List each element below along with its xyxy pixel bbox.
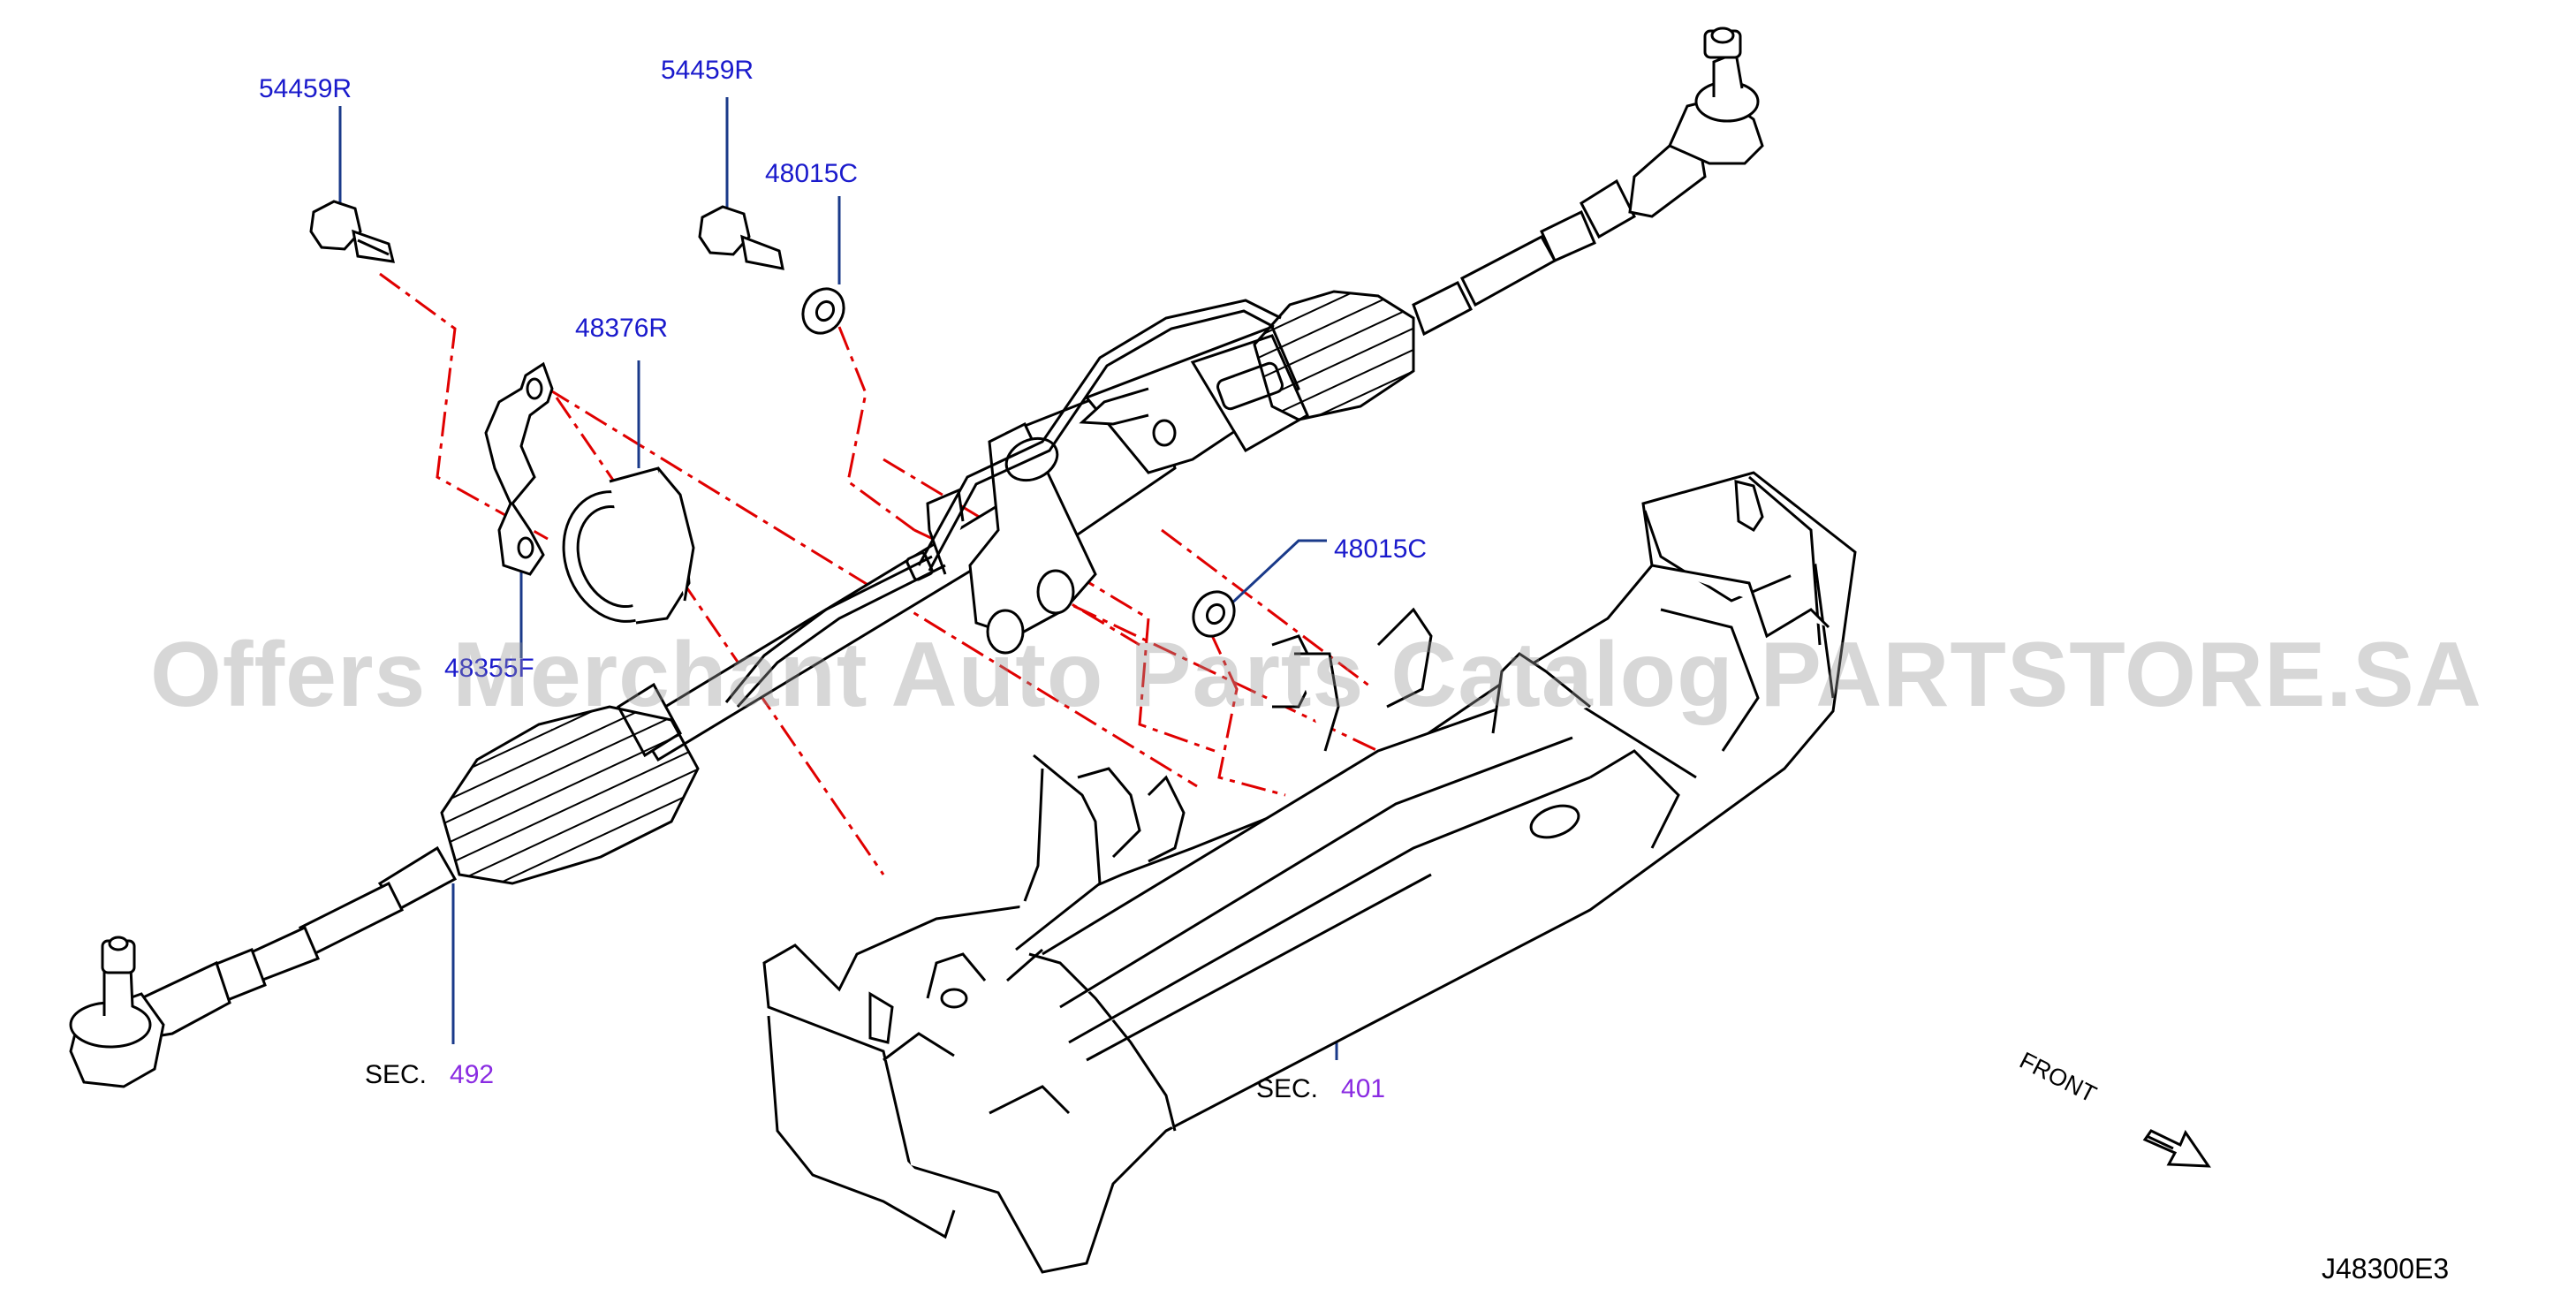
part-callout-bolt-middle[interactable]: 54459R <box>661 56 754 85</box>
washer-lower-icon <box>1192 590 1236 638</box>
part-callout-bolt-left[interactable]: 54459R <box>259 74 352 103</box>
part-callout-washer-lower[interactable]: 48015C <box>1334 534 1428 564</box>
front-suspension-member-icon <box>762 471 1857 1274</box>
bolt-left-icon <box>309 200 396 263</box>
section-link-492[interactable]: 492 <box>450 1060 495 1089</box>
part-callout-bushing[interactable]: 48376R <box>575 314 669 343</box>
section-prefix: SEC. <box>365 1060 428 1089</box>
hydraulic-lines-icon <box>724 299 1282 709</box>
part-callout-clamp[interactable]: 48355F <box>444 654 534 683</box>
mount-bushing-icon <box>562 466 695 625</box>
part-callout-washer-upper[interactable]: 48015C <box>765 159 859 188</box>
section-link-401[interactable]: 401 <box>1341 1074 1386 1103</box>
section-ref-tie-rod: SEC. 492 <box>365 1060 494 1090</box>
bolt-middle-icon <box>698 205 784 270</box>
section-ref-member: SEC. 401 <box>1256 1074 1385 1104</box>
right-boot-icon <box>1253 290 1415 421</box>
front-direction-arrow-icon <box>2142 1129 2211 1168</box>
right-tie-rod-end-icon <box>1412 27 1764 337</box>
washer-upper-icon <box>801 287 845 335</box>
left-boot-icon <box>440 705 700 885</box>
left-tie-rod-end-icon <box>69 845 458 1088</box>
diagram-code: J48300E3 <box>2322 1253 2450 1284</box>
clamp-bracket-icon <box>484 361 554 576</box>
steering-rack-assembly-icon <box>617 325 1309 762</box>
section-prefix: SEC. <box>1256 1074 1319 1103</box>
